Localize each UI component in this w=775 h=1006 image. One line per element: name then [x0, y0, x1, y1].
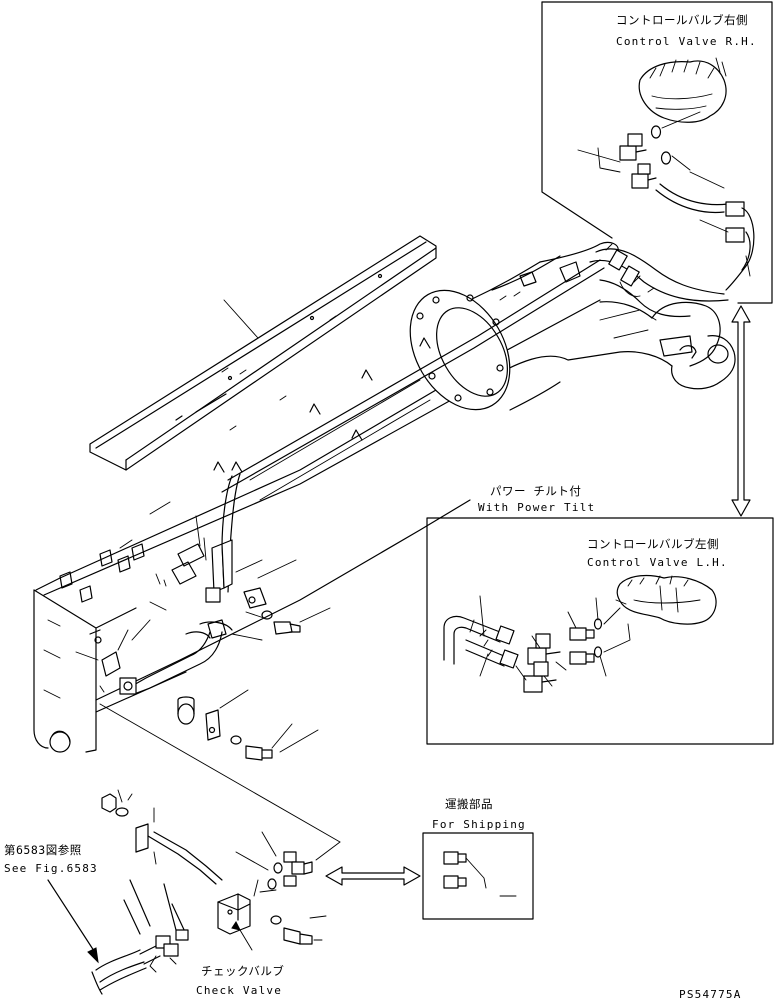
control-valve-rh-label-jp: コントロールバルブ右側 [616, 13, 748, 27]
check-valve-label-en: Check Valve [196, 984, 282, 997]
axle-boss [707, 344, 729, 364]
power-tilt-label-jp: パワー チルト付 [490, 484, 581, 498]
guard-plate [89, 235, 437, 471]
left-end-cover [33, 543, 145, 753]
hose-fitting [163, 943, 179, 957]
figure-id: PS54775A [679, 988, 742, 1001]
o-ring [660, 151, 672, 165]
check-valve-label-jp: チェックバルブ [201, 964, 284, 978]
o-ring [650, 125, 662, 139]
tube-clamp [608, 249, 628, 271]
tube-clamp [620, 265, 640, 287]
transfer-arrow-vertical [731, 305, 751, 517]
control-valve-lh-label-en: Control Valve L.H. [587, 556, 728, 569]
check-valve-body [217, 893, 251, 935]
inset-control-valve-lh: パワー チルト付 With Power Tilt コントロールバルブ左側 Con… [426, 484, 774, 745]
elbow-fitting [527, 633, 561, 665]
shipping-label-en: For Shipping [432, 818, 526, 831]
bolt-with-nut [443, 875, 467, 889]
hose-fitting [175, 929, 189, 941]
hose-fitting [119, 677, 137, 695]
clamp-block [177, 689, 319, 761]
hydraulic-hose [443, 615, 519, 669]
control-valve-lh-body [616, 574, 717, 625]
washer [230, 735, 242, 745]
straight-fitting [569, 651, 587, 665]
see-fig-label-en: See Fig.6583 [4, 862, 98, 875]
see-fig-callout: 第6583図参照 See Fig.6583 [4, 843, 189, 995]
o-ring [267, 878, 277, 890]
control-valve-rh-label-en: Control Valve R.H. [616, 35, 757, 48]
o-ring [273, 862, 283, 874]
bolt-with-nut [443, 851, 467, 865]
washer [261, 610, 273, 620]
nut [101, 793, 117, 813]
washer [115, 807, 129, 817]
hose-fitting [725, 227, 745, 243]
elbow-fitting [619, 133, 647, 161]
control-valve-rh-body [638, 57, 727, 123]
inset-frame [426, 517, 774, 745]
straight-fitting [569, 627, 587, 641]
o-ring [593, 618, 603, 630]
shipping-label-jp: 運搬部品 [445, 797, 493, 811]
o-ring [593, 646, 603, 658]
shipping-parts: 運搬部品 For Shipping [422, 797, 534, 920]
hose-fitting [725, 201, 745, 217]
main-frame [33, 241, 736, 753]
washer [270, 915, 282, 925]
check-valve-group [99, 703, 341, 951]
transfer-arrow-horizontal [325, 866, 421, 886]
shipping-frame [422, 832, 534, 920]
elbow-fitting [631, 163, 657, 189]
inset-control-valve-rh: コントロールバルブ右側 Control Valve R.H. [541, 1, 773, 304]
check-line-tube [75, 601, 263, 695]
control-valve-lh-label-jp: コントロールバルブ左側 [587, 537, 719, 551]
clamp-assembly [155, 515, 331, 635]
see-fig-label-jp: 第6583図参照 [4, 843, 82, 857]
mounting-flange [409, 255, 561, 411]
elbow-fitting [523, 661, 557, 693]
hose-fitting [205, 587, 221, 603]
hose-connector [235, 831, 313, 897]
power-tilt-label-en: With Power Tilt [478, 501, 595, 514]
